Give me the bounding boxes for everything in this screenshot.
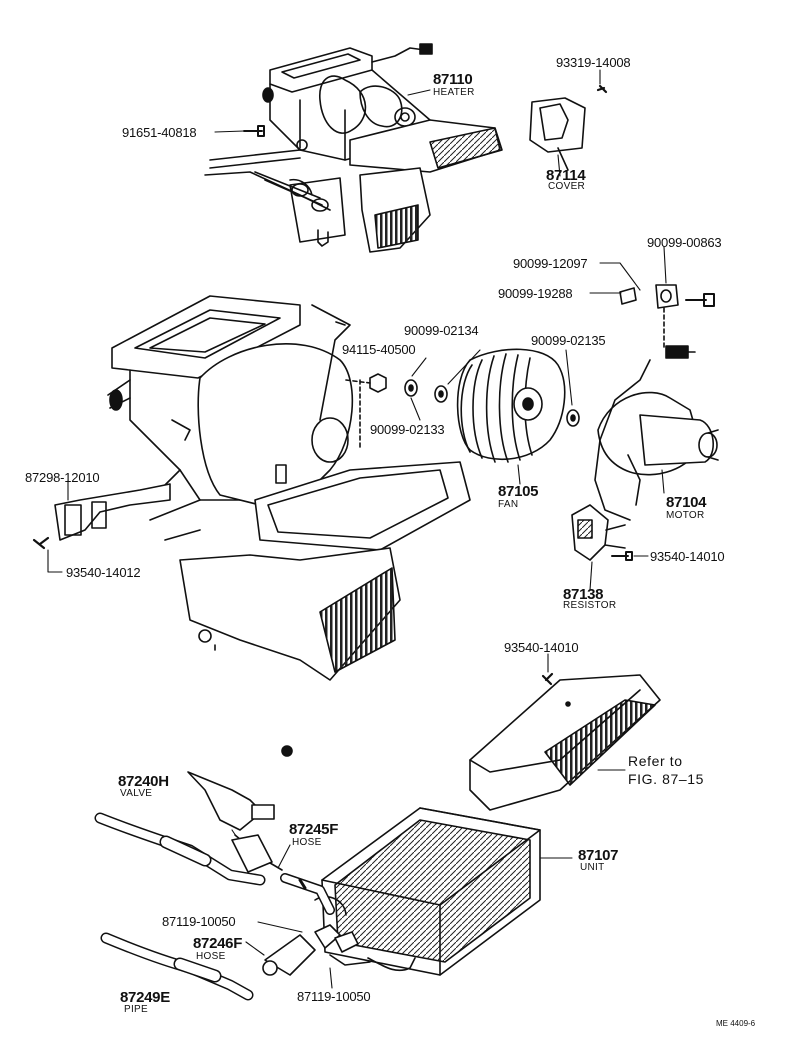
caption-pipe: PIPE bbox=[124, 1004, 148, 1015]
motor-hardware bbox=[619, 284, 715, 351]
caption-cover: COVER bbox=[548, 181, 586, 192]
callout-87240H: 87240H bbox=[118, 773, 169, 790]
caption-motor: MOTOR bbox=[666, 510, 705, 521]
callout-87138: 87138 bbox=[563, 586, 604, 603]
screw-93540-14012 bbox=[32, 536, 50, 550]
callout-87107: 87107 bbox=[578, 847, 619, 864]
callout-90099-02135: 90099-02135 bbox=[531, 333, 606, 348]
callout-90099-00863: 90099-00863 bbox=[647, 235, 722, 250]
callout-87104: 87104 bbox=[666, 494, 707, 511]
callout-91651-40818: 91651-40818 bbox=[122, 125, 197, 140]
nut-94115-40500 bbox=[369, 373, 387, 393]
callout-87105: 87105 bbox=[498, 483, 539, 500]
motor-illustration bbox=[594, 345, 719, 521]
screw-93319-14008 bbox=[596, 84, 608, 94]
refer-note-line-1: Refer to bbox=[628, 753, 683, 769]
callout-90099-12097: 90099-12097 bbox=[513, 256, 588, 271]
callout-93319-14008: 93319-14008 bbox=[556, 55, 631, 70]
screw-93540-14010-cover bbox=[541, 672, 554, 686]
caption-fan: FAN bbox=[498, 499, 519, 510]
callout-87249E: 87249E bbox=[120, 989, 170, 1006]
caption-hose-87245F: HOSE bbox=[292, 837, 322, 848]
mounting-bracket-87298-12010 bbox=[54, 483, 171, 541]
drawing-code: ME 4409-6 bbox=[716, 1019, 756, 1028]
resistor-illustration bbox=[571, 504, 626, 561]
callout-87246F: 87246F bbox=[193, 935, 243, 952]
caption-hose-87246F: HOSE bbox=[196, 951, 226, 962]
refer-note-line-2: FIG. 87–15 bbox=[628, 771, 705, 787]
callout-87298-12010: 87298-12010 bbox=[25, 470, 100, 485]
blower-case-illustration bbox=[107, 295, 471, 681]
callout-90099-02134: 90099-02134 bbox=[404, 323, 479, 338]
callout-90099-02133: 90099-02133 bbox=[370, 422, 445, 437]
heater-cover-illustration bbox=[469, 674, 661, 811]
bolt-91651-40818 bbox=[243, 125, 265, 137]
caption-resistor: RESISTOR bbox=[563, 600, 617, 611]
callout-87114: 87114 bbox=[546, 167, 586, 184]
callout-93540-14012: 93540-14012 bbox=[66, 565, 141, 580]
heater-assembly-illustration bbox=[204, 43, 503, 253]
callout-93540-14010-resistor: 93540-14010 bbox=[650, 549, 725, 564]
callout-87119-10050-upper: 87119-10050 bbox=[162, 914, 236, 929]
cover-illustration bbox=[529, 97, 586, 171]
caption-unit: UNIT bbox=[580, 862, 605, 873]
callout-90099-19288: 90099-19288 bbox=[498, 286, 573, 301]
screw-93540-14010-resistor bbox=[611, 551, 633, 561]
fan-illustration bbox=[456, 348, 566, 463]
callout-87110: 87110 bbox=[433, 71, 473, 88]
caption-valve: VALVE bbox=[120, 788, 153, 799]
callout-87119-10050-lower: 87119-10050 bbox=[297, 989, 371, 1004]
callout-87245F: 87245F bbox=[289, 821, 339, 838]
callout-94115-40500: 94115-40500 bbox=[342, 342, 416, 357]
caption-heater: HEATER bbox=[433, 87, 475, 98]
leader-lines bbox=[47, 69, 667, 989]
heater-core-illustration bbox=[314, 807, 541, 976]
valve-and-hose-illustration bbox=[94, 745, 359, 1001]
callout-93540-14010-cover: 93540-14010 bbox=[504, 640, 579, 655]
